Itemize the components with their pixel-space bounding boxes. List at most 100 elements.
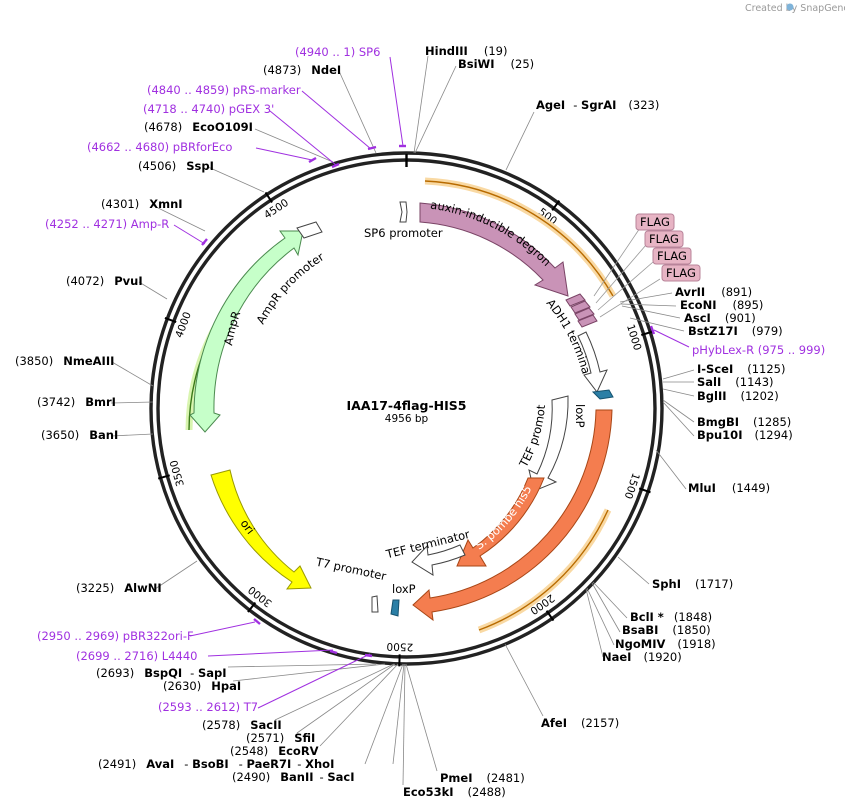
primer-l4440: (2699 .. 2716) L4440: [76, 649, 197, 663]
svg-text:BsiWI(25): BsiWI(25): [458, 57, 534, 71]
tick-mark: [640, 330, 654, 337]
flag-arrows[interactable]: [565, 293, 598, 328]
tick-mark: [638, 487, 651, 494]
ori-arrow[interactable]: [210, 469, 312, 590]
svg-text:(3850)NmeAIII: (3850)NmeAIII: [15, 354, 114, 368]
site-alwni: AlwNI: [124, 581, 161, 595]
svg-text:(4873)NdeI: (4873)NdeI: [263, 63, 341, 77]
site-bsiwi: BsiWI: [458, 57, 495, 71]
svg-text:(4072)PvuI: (4072)PvuI: [66, 274, 143, 288]
site-agei: AgeI: [536, 98, 565, 112]
his5-arrow[interactable]: [456, 477, 545, 567]
svg-text:EcoNI(895): EcoNI(895): [680, 298, 763, 312]
t7-promoter-arrow[interactable]: [371, 595, 379, 613]
feature-line-his3: [478, 509, 609, 631]
svg-text:NaeI(1920): NaeI(1920): [602, 650, 682, 664]
site-mlui: MluI: [688, 481, 716, 495]
svg-text:(4506)SspI: (4506)SspI: [138, 159, 214, 173]
primer-pbr322ori-f: (2950 .. 2969) pBR322ori-F: [37, 629, 194, 643]
svg-text:PmeI(2481): PmeI(2481): [440, 771, 525, 785]
svg-text:FLAG: FLAG: [657, 249, 687, 263]
svg-text:(3650)BanI: (3650)BanI: [41, 428, 118, 442]
primer-prs-marker: (4840 .. 4859) pRS-marker: [147, 83, 301, 97]
site-banii: BanII: [280, 770, 313, 784]
site-econi: EcoNI: [680, 298, 716, 312]
tick-mark: [264, 191, 273, 204]
ampr-promoter-arrow[interactable]: [296, 221, 323, 239]
restriction-site-labels: HindIII(19) BsiWI(25) AgeI- SgrAI(323) A…: [15, 44, 793, 799]
site-avrii: AvrII: [675, 285, 705, 299]
svg-text:(3225)AlwNI: (3225)AlwNI: [76, 581, 162, 595]
site-hindiii: HindIII: [425, 44, 468, 58]
site-xmni: XmnI: [149, 197, 182, 211]
primer-pgex3: (4718 .. 4740) pGEX 3': [143, 102, 274, 116]
primer-amp-r: (4252 .. 4271) Amp-R: [45, 217, 169, 231]
site-bmgbi: BmgBI: [697, 415, 739, 429]
site-bspqi: BspQI: [144, 666, 182, 680]
tef-terminator-arrow[interactable]: [411, 544, 466, 576]
svg-text:(2578)SacII: (2578)SacII: [202, 718, 282, 732]
svg-text:NgoMIV(1918): NgoMIV(1918): [615, 637, 716, 651]
site-eco53ki: Eco53kI: [403, 785, 454, 799]
loxp-arrow-1[interactable]: [591, 389, 614, 400]
svg-text:MluI(1449): MluI(1449): [688, 481, 770, 495]
site-pvui: PvuI: [114, 274, 142, 288]
site-ndei: NdeI: [311, 63, 341, 77]
primer-pbrforeco: (4662 .. 4680) pBRforEco: [87, 140, 232, 154]
site-bglii: BglII: [697, 389, 727, 403]
svg-text:FLAG: FLAG: [649, 232, 679, 246]
leader-lines: [110, 55, 695, 786]
site-ecorv: EcoRV: [278, 744, 318, 758]
tick-label: 3000: [246, 583, 274, 609]
svg-text:(2693)BspQI- SapI: (2693)BspQI- SapI: [96, 666, 227, 680]
tick-mark: [247, 601, 257, 613]
his5-label: S. pombe his5: [472, 483, 534, 553]
svg-text:AscI(901): AscI(901): [684, 311, 756, 325]
site-hpai: HpaI: [211, 679, 241, 693]
svg-text:(2548)EcoRV: (2548)EcoRV: [230, 744, 319, 758]
site-sacii: SacII: [250, 718, 281, 732]
svg-text:FLAG: FLAG: [640, 215, 670, 229]
loxp-arrow-2[interactable]: [390, 599, 400, 617]
site-bmri: BmrI: [85, 395, 116, 409]
site-bani: BanI: [89, 428, 118, 442]
site-asci: AscI: [684, 311, 711, 325]
site-ngomiv: NgoMIV: [615, 637, 665, 651]
svg-text:BmgBI(1285): BmgBI(1285): [697, 415, 791, 429]
aid-feature-arrow[interactable]: [419, 202, 569, 297]
svg-text:FLAG: FLAG: [666, 266, 696, 280]
svg-text:(2630)HpaI: (2630)HpaI: [163, 679, 241, 693]
site-sphi: SphI: [652, 577, 681, 591]
feature-line-aid: [424, 180, 614, 297]
tick-mark: [551, 200, 561, 211]
svg-text:(4678)EcoO109I: (4678)EcoO109I: [144, 120, 253, 134]
svg-text:AvrII(891): AvrII(891): [675, 285, 752, 299]
site-sspi: SspI: [186, 159, 214, 173]
site-nmeaiii: NmeAIII: [63, 354, 114, 368]
svg-text:Bpu10I(1294): Bpu10I(1294): [697, 428, 793, 442]
ampr-arrow[interactable]: [189, 230, 304, 433]
adh1-terminator-arrow[interactable]: [577, 331, 608, 393]
snapgene-logo-icon: [786, 3, 794, 11]
primer-lines: [173, 56, 690, 709]
backbone-outer: [149, 151, 664, 666]
site-avai: AvaI: [146, 757, 174, 771]
tick-mark: [157, 474, 171, 480]
flag-labels: FLAG FLAG FLAG FLAG: [593, 213, 701, 318]
t7-promoter-label: T7 promoter: [314, 555, 388, 584]
svg-text:HindIII(19): HindIII(19): [425, 44, 507, 58]
primer-marks: [201, 144, 656, 658]
svg-text:I-SceI(1125): I-SceI(1125): [697, 362, 785, 376]
site-ecoo109i: EcoO109I: [192, 120, 253, 134]
tick-mark: [545, 610, 555, 622]
primer-sp6: (4940 .. 1) SP6: [295, 45, 380, 59]
site-bcli: BclI *: [630, 610, 664, 624]
tef-promoter-arrow[interactable]: [528, 395, 569, 492]
tick-mark: [164, 316, 177, 324]
svg-text:(4301)XmnI: (4301)XmnI: [101, 197, 183, 211]
primer-t7: (2593 .. 2612) T7: [158, 700, 258, 714]
sp6-promoter-arrow[interactable]: [399, 201, 408, 223]
svg-text:AfeI(2157): AfeI(2157): [541, 716, 619, 730]
his3mx6-arrow[interactable]: [412, 409, 613, 622]
